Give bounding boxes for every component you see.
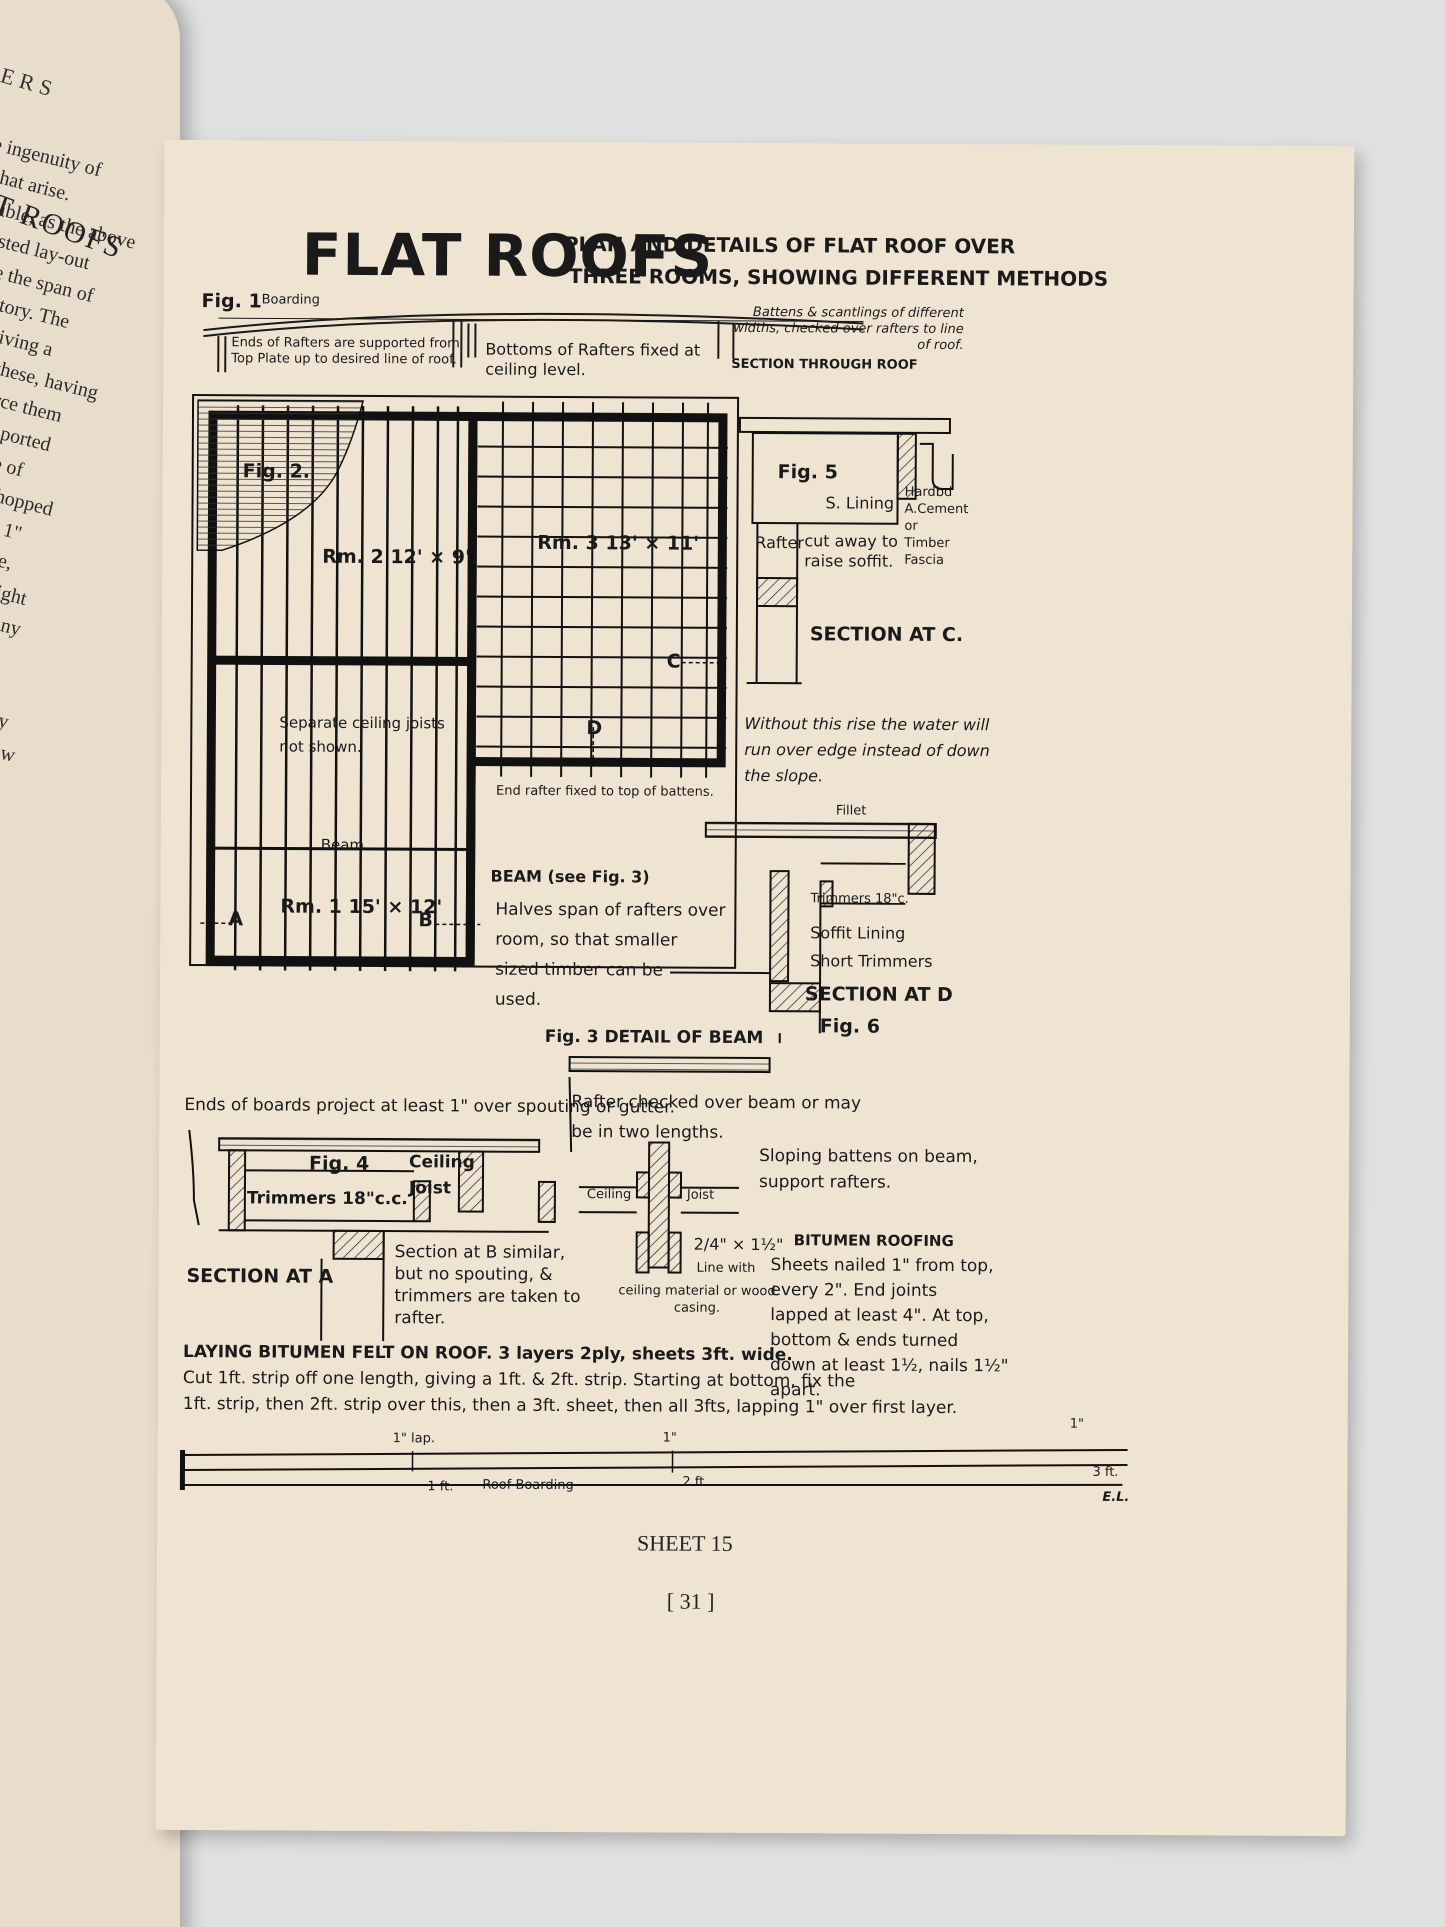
fig5-s-lining: S. Lining — [825, 493, 895, 513]
fig5-cut-away-note: cut away to raise soffit. — [804, 531, 899, 571]
strip-roof-boarding: Roof Boarding — [482, 1477, 574, 1494]
fig3-detail-of-beam — [568, 1056, 771, 1274]
fig3-rafter-note: Rafter checked over beam or may be in tw… — [571, 1092, 862, 1143]
left-page: ERS T ROOFS ob, and the ingenuity ofcond… — [0, 0, 180, 1927]
fig3-ceiling: Ceiling — [586, 1187, 632, 1203]
fig5-section-at-c — [738, 416, 954, 685]
laying-line2: Cut 1ft. strip off one length, giving a … — [182, 1368, 856, 1392]
fig2-plan — [189, 394, 740, 972]
fig6-section-label: SECTION AT D — [804, 983, 953, 1007]
fig6-short-trimmers: Short Trimmers — [810, 951, 933, 971]
fig3-size: 2/4" × 1½" — [693, 1234, 784, 1255]
fig1-note-right: Battens & scantlings of different widths… — [733, 304, 964, 354]
strip-lap-label: 1" lap. — [392, 1431, 436, 1447]
end-rafter-note: End rafter fixed to top of battens. — [495, 783, 714, 800]
sheet-subtitle-line2: THREE ROOMS, SHOWING DIFFERENT METHODS — [568, 264, 1109, 291]
section-marker-a: A — [228, 908, 244, 931]
section-marker-b: B — [418, 909, 433, 932]
room-2-label: Rm. 2 12' × 9'. — [322, 545, 479, 569]
fig3-battens-note: Sloping battens on beam, support rafters… — [758, 1146, 978, 1193]
ends-of-boards-note: Ends of boards project at least 1" over … — [184, 1095, 676, 1118]
fig2-label: Fig. 2. — [242, 460, 311, 483]
rise-note: Without this rise the water will run ove… — [744, 713, 990, 786]
sheet-15: FLAT ROOFS PLAN AND DETAILS OF FLAT ROOF… — [156, 140, 1355, 1836]
fig4-section-at-a — [188, 1129, 556, 1342]
fig3-label: Fig. 3 DETAIL OF BEAM — [544, 1026, 764, 1049]
page-number: [ 31 ] — [666, 1588, 715, 1614]
sheet-subtitle-line1: PLAN AND DETAILS OF FLAT ROOF OVER — [563, 231, 1016, 259]
fig3-line-with: Line with — [696, 1260, 756, 1277]
strip-2ft: 2 ft — [682, 1474, 705, 1490]
roof-drawings — [179, 312, 1128, 1491]
artist-initials: E.L. — [1102, 1489, 1130, 1505]
sheet-number: SHEET 15 — [637, 1530, 733, 1556]
bitumen-roofing-title: BITUMEN ROOFING — [793, 1231, 954, 1251]
fig6-section-at-d — [670, 821, 937, 1044]
left-page-text: ob, and the ingenuity ofconditions that … — [0, 110, 153, 1341]
section-marker-d: D — [586, 717, 603, 740]
fig6-label: Fig. 6 — [819, 1015, 881, 1038]
right-page: FLAT ROOFS PLAN AND DETAILS OF FLAT ROOF… — [155, 139, 1355, 1837]
fig1-section-label: SECTION THROUGH ROOF — [731, 356, 918, 373]
fig6-soffit-lining: Soffit Lining — [810, 923, 906, 943]
fig6-fillet: Fillet — [835, 803, 867, 819]
fig1-boarding: Boarding — [261, 292, 320, 308]
strip-lap-mid: 1" — [662, 1430, 677, 1446]
section-marker-c: C — [666, 650, 681, 673]
laying-line3: 1ft. strip, then 2ft. strip over this, t… — [182, 1394, 958, 1419]
fig1-note-left: Ends of Rafters are supported from Top P… — [231, 335, 460, 368]
fig4-ceiling-joist: Ceiling Joist — [408, 1152, 475, 1199]
laying-title: LAYING BITUMEN FELT ON ROOF. 3 layers 2p… — [183, 1342, 793, 1366]
fig4-section-a: SECTION AT A — [186, 1265, 334, 1288]
ceiling-joists-note: Separate ceiling joists not shown. — [279, 713, 445, 756]
beam-note-body: Halves span of rafters over room, so tha… — [494, 899, 726, 1010]
roof-boarding-strip — [179, 1448, 1128, 1491]
fig5-label: Fig. 5 — [777, 461, 838, 484]
fig3-joist: Joist — [686, 1187, 715, 1203]
fig1-note-mid: Bottoms of Rafters fixed at ceiling leve… — [485, 339, 701, 380]
fig4-label: Fig. 4 — [309, 1152, 370, 1175]
fig3-casing: ceiling material or wood casing. — [618, 1283, 776, 1316]
strip-lap-right: 1" — [1069, 1416, 1085, 1432]
left-page-header: ERS — [0, 62, 61, 103]
fig5-rafter: Rafter — [755, 532, 805, 553]
fig5-section-label: SECTION AT C. — [809, 623, 964, 647]
strip-3ft: 3 ft. — [1092, 1464, 1119, 1480]
fig1-label: Fig. 1 — [201, 290, 262, 313]
fig4-trimmers: Trimmers 18"c.c. — [246, 1188, 408, 1210]
fig4-section-b-note: Section at B similar, but no spouting, &… — [394, 1242, 581, 1329]
room-3-label: Rm. 3 13' × 11' — [537, 531, 700, 555]
beam-note-title: BEAM (see Fig. 3) — [490, 866, 650, 887]
beam-label: Beam — [320, 835, 365, 854]
strip-1ft: 1 ft. — [427, 1479, 454, 1495]
fig5-fascia-note: Hardbd A.Cement or Timber Fascia — [904, 484, 969, 568]
fig1-section-through-roof — [203, 312, 864, 373]
fig6-trimmers: Trimmers 18"c. — [810, 891, 909, 907]
